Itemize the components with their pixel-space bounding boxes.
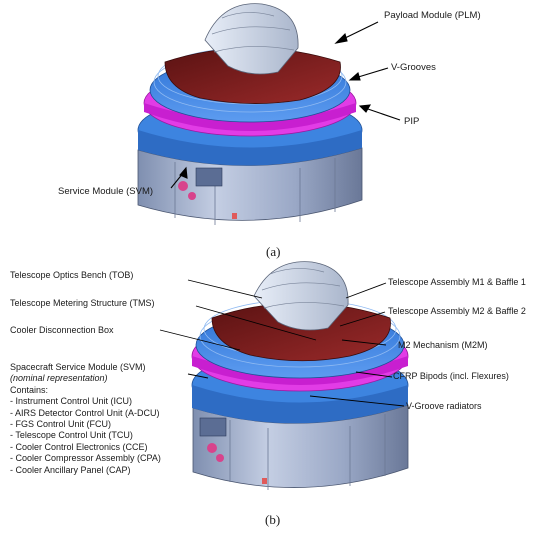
list-item: Cooler Compressor Assembly (CPA) bbox=[10, 453, 161, 464]
svm-contains: Contains: bbox=[10, 384, 49, 395]
label-cfrp-bipods: CFRP Bipods (incl. Flexures) bbox=[393, 371, 509, 381]
label-pip: PIP bbox=[404, 116, 420, 127]
label-v-groove-radiators: V-Groove radiators bbox=[406, 401, 482, 411]
label-payload-module: Payload Module (PLM) bbox=[384, 10, 481, 21]
label-tob: Telescope Optics Bench (TOB) bbox=[10, 270, 134, 280]
list-item: Instrument Control Unit (ICU) bbox=[10, 396, 161, 407]
list-item: Cooler Control Electronics (CCE) bbox=[10, 442, 161, 453]
label-m1-baffle1: Telescope Assembly M1 & Baffle 1 bbox=[388, 277, 526, 287]
svm-item-list: Instrument Control Unit (ICU) AIRS Detec… bbox=[10, 396, 161, 476]
label-m2-mechanism: M2 Mechanism (M2M) bbox=[398, 340, 488, 350]
list-item: Cooler Ancillary Panel (CAP) bbox=[10, 465, 161, 476]
label-v-grooves: V-Grooves bbox=[391, 62, 436, 73]
list-item: FGS Control Unit (FCU) bbox=[10, 419, 161, 430]
label-cooler-disconnection-box: Cooler Disconnection Box bbox=[10, 325, 114, 335]
caption-b: (b) bbox=[265, 512, 281, 527]
label-m2-baffle2: Telescope Assembly M2 & Baffle 2 bbox=[388, 306, 526, 316]
svm-subtitle: (nominal representation) bbox=[10, 373, 108, 384]
label-tms: Telescope Metering Structure (TMS) bbox=[10, 298, 155, 308]
svm-contents-block: Spacecraft Service Module (SVM) (nominal… bbox=[10, 362, 161, 476]
spacecraft-a bbox=[137, 3, 363, 225]
spacecraft-b bbox=[191, 261, 409, 490]
list-item: AIRS Detector Control Unit (A-DCU) bbox=[10, 408, 161, 419]
caption-a: (a) bbox=[266, 244, 281, 259]
svm-title: Spacecraft Service Module (SVM) bbox=[10, 362, 146, 372]
list-item: Telescope Control Unit (TCU) bbox=[10, 430, 161, 441]
label-service-module: Service Module (SVM) bbox=[58, 186, 154, 197]
leaders-b bbox=[159, 279, 405, 407]
leaders-a bbox=[170, 21, 401, 189]
